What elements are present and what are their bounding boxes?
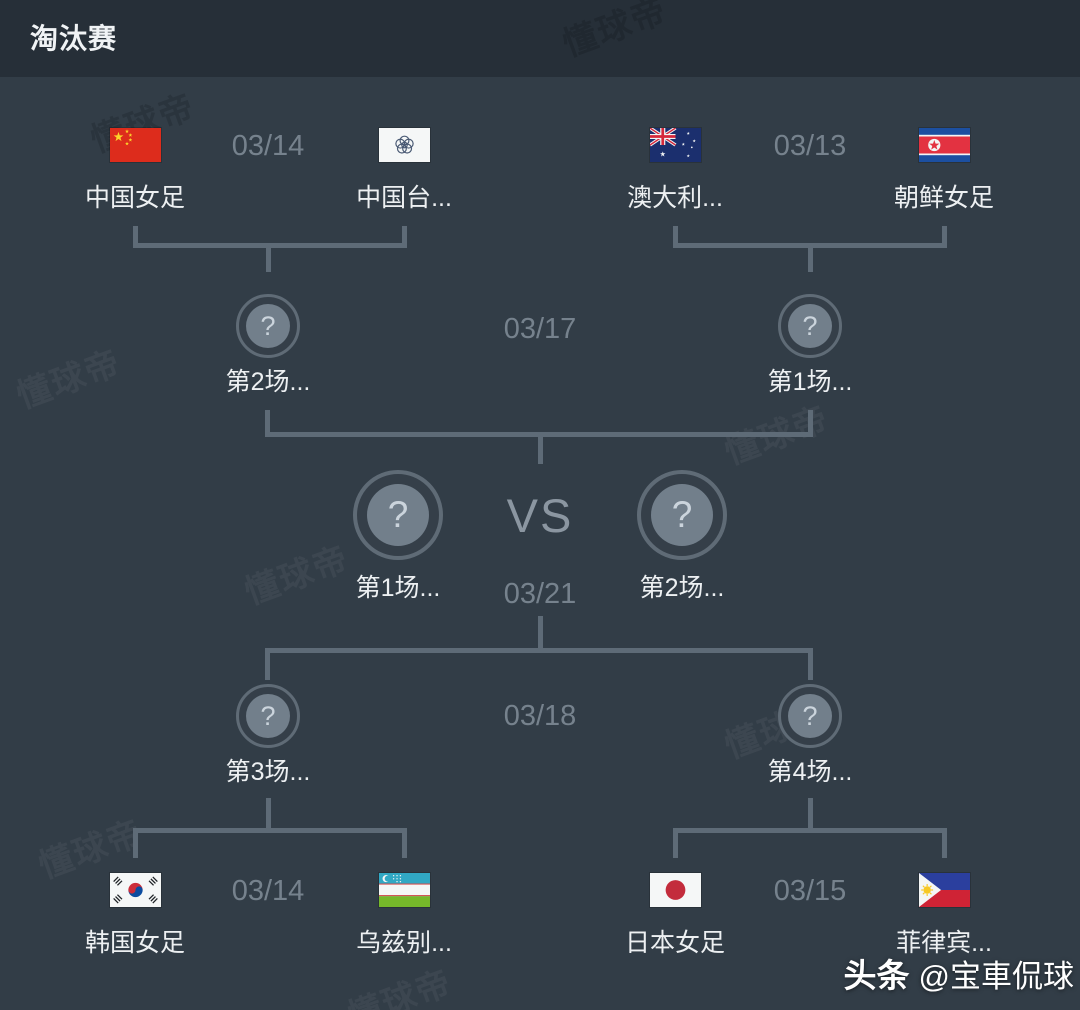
- slot-label: 第2场...: [639, 574, 725, 602]
- final-right-node[interactable]: ? 第2场...: [572, 470, 792, 610]
- flag-uzbekistan-icon: [379, 873, 430, 907]
- team-name: 韩国女足: [84, 929, 185, 957]
- match-date: 03/15: [773, 875, 847, 907]
- final-left-node[interactable]: ? 第1场...: [288, 470, 508, 610]
- match-qf-bottom-right[interactable]: 03/15 日本女足 菲律宾...: [565, 873, 1005, 963]
- semifinal-bottom-left-node[interactable]: ? 第3场...: [158, 684, 378, 790]
- flag-japan-icon: [650, 873, 701, 907]
- question-mark: ?: [788, 694, 832, 738]
- brand-watermark: 懂球帝: [11, 343, 127, 417]
- flag-philippines-icon: [919, 873, 970, 907]
- connector-line: [673, 828, 947, 858]
- flag-chinese-taipei-icon: [379, 128, 430, 162]
- connector-line: [808, 798, 813, 828]
- header-bar: 淘汰赛: [0, 0, 1080, 77]
- connector-line: [673, 226, 947, 248]
- team-name: 澳大利...: [627, 184, 723, 212]
- connector-line: [538, 616, 543, 648]
- slot-label: 第4场...: [767, 758, 853, 786]
- credit-handle: @宝車侃球: [918, 959, 1074, 994]
- round-date: 03/17: [503, 313, 577, 345]
- question-circle: ?: [637, 470, 727, 560]
- slot-label: 第2场...: [225, 368, 311, 396]
- match-qf-top-left[interactable]: 03/14 中国女足 中国台...: [25, 128, 465, 218]
- question-mark: ?: [246, 694, 290, 738]
- question-mark: ?: [651, 484, 713, 546]
- team-name: 中国女足: [84, 184, 185, 212]
- flag-south-korea-icon: [110, 873, 161, 907]
- question-circle: ?: [353, 470, 443, 560]
- team-name: 日本女足: [624, 929, 725, 957]
- round-date: 03/21: [503, 578, 577, 610]
- team-name: 朝鲜女足: [893, 184, 994, 212]
- question-circle: ?: [778, 294, 842, 358]
- connector-line: [538, 437, 543, 464]
- semifinal-top-right-node[interactable]: ? 第1场...: [700, 294, 920, 400]
- question-circle: ?: [778, 684, 842, 748]
- semifinal-top-left-node[interactable]: ? 第2场...: [158, 294, 378, 400]
- page-title: 淘汰赛: [30, 23, 118, 54]
- slot-label: 第1场...: [355, 574, 441, 602]
- match-qf-top-right[interactable]: 03/13 澳大利... 朝鲜女足: [565, 128, 1005, 218]
- semifinal-bottom-right-node[interactable]: ? 第4场...: [700, 684, 920, 790]
- match-date: 03/13: [773, 130, 847, 162]
- connector-line: [266, 798, 271, 828]
- connector-line: [808, 248, 813, 272]
- connector-line: [133, 828, 407, 858]
- team-name: 菲律宾...: [896, 929, 992, 957]
- connector-line: [265, 648, 813, 680]
- match-date: 03/14: [231, 130, 305, 162]
- slot-label: 第3场...: [225, 758, 311, 786]
- match-qf-bottom-left[interactable]: 03/14 韩国女足 乌兹别...: [25, 873, 465, 963]
- question-mark: ?: [788, 304, 832, 348]
- team-name: 中国台...: [356, 184, 452, 212]
- question-mark: ?: [246, 304, 290, 348]
- flag-china-icon: [110, 128, 161, 162]
- connector-line: [265, 410, 813, 437]
- team-name: 乌兹别...: [356, 929, 452, 957]
- question-circle: ?: [236, 294, 300, 358]
- round-date: 03/18: [503, 700, 577, 732]
- slot-label: 第1场...: [767, 368, 853, 396]
- vs-label: VS: [506, 489, 574, 542]
- flag-north-korea-icon: [919, 128, 970, 162]
- credit-watermark: 头条 @宝車侃球: [844, 949, 1074, 997]
- question-mark: ?: [367, 484, 429, 546]
- question-circle: ?: [236, 684, 300, 748]
- connector-line: [266, 248, 271, 272]
- match-date: 03/14: [231, 875, 305, 907]
- flag-australia-icon: [650, 128, 701, 162]
- credit-source: 头条: [843, 957, 910, 994]
- connector-line: [133, 226, 407, 248]
- brand-watermark: 懂球帝: [342, 963, 458, 1010]
